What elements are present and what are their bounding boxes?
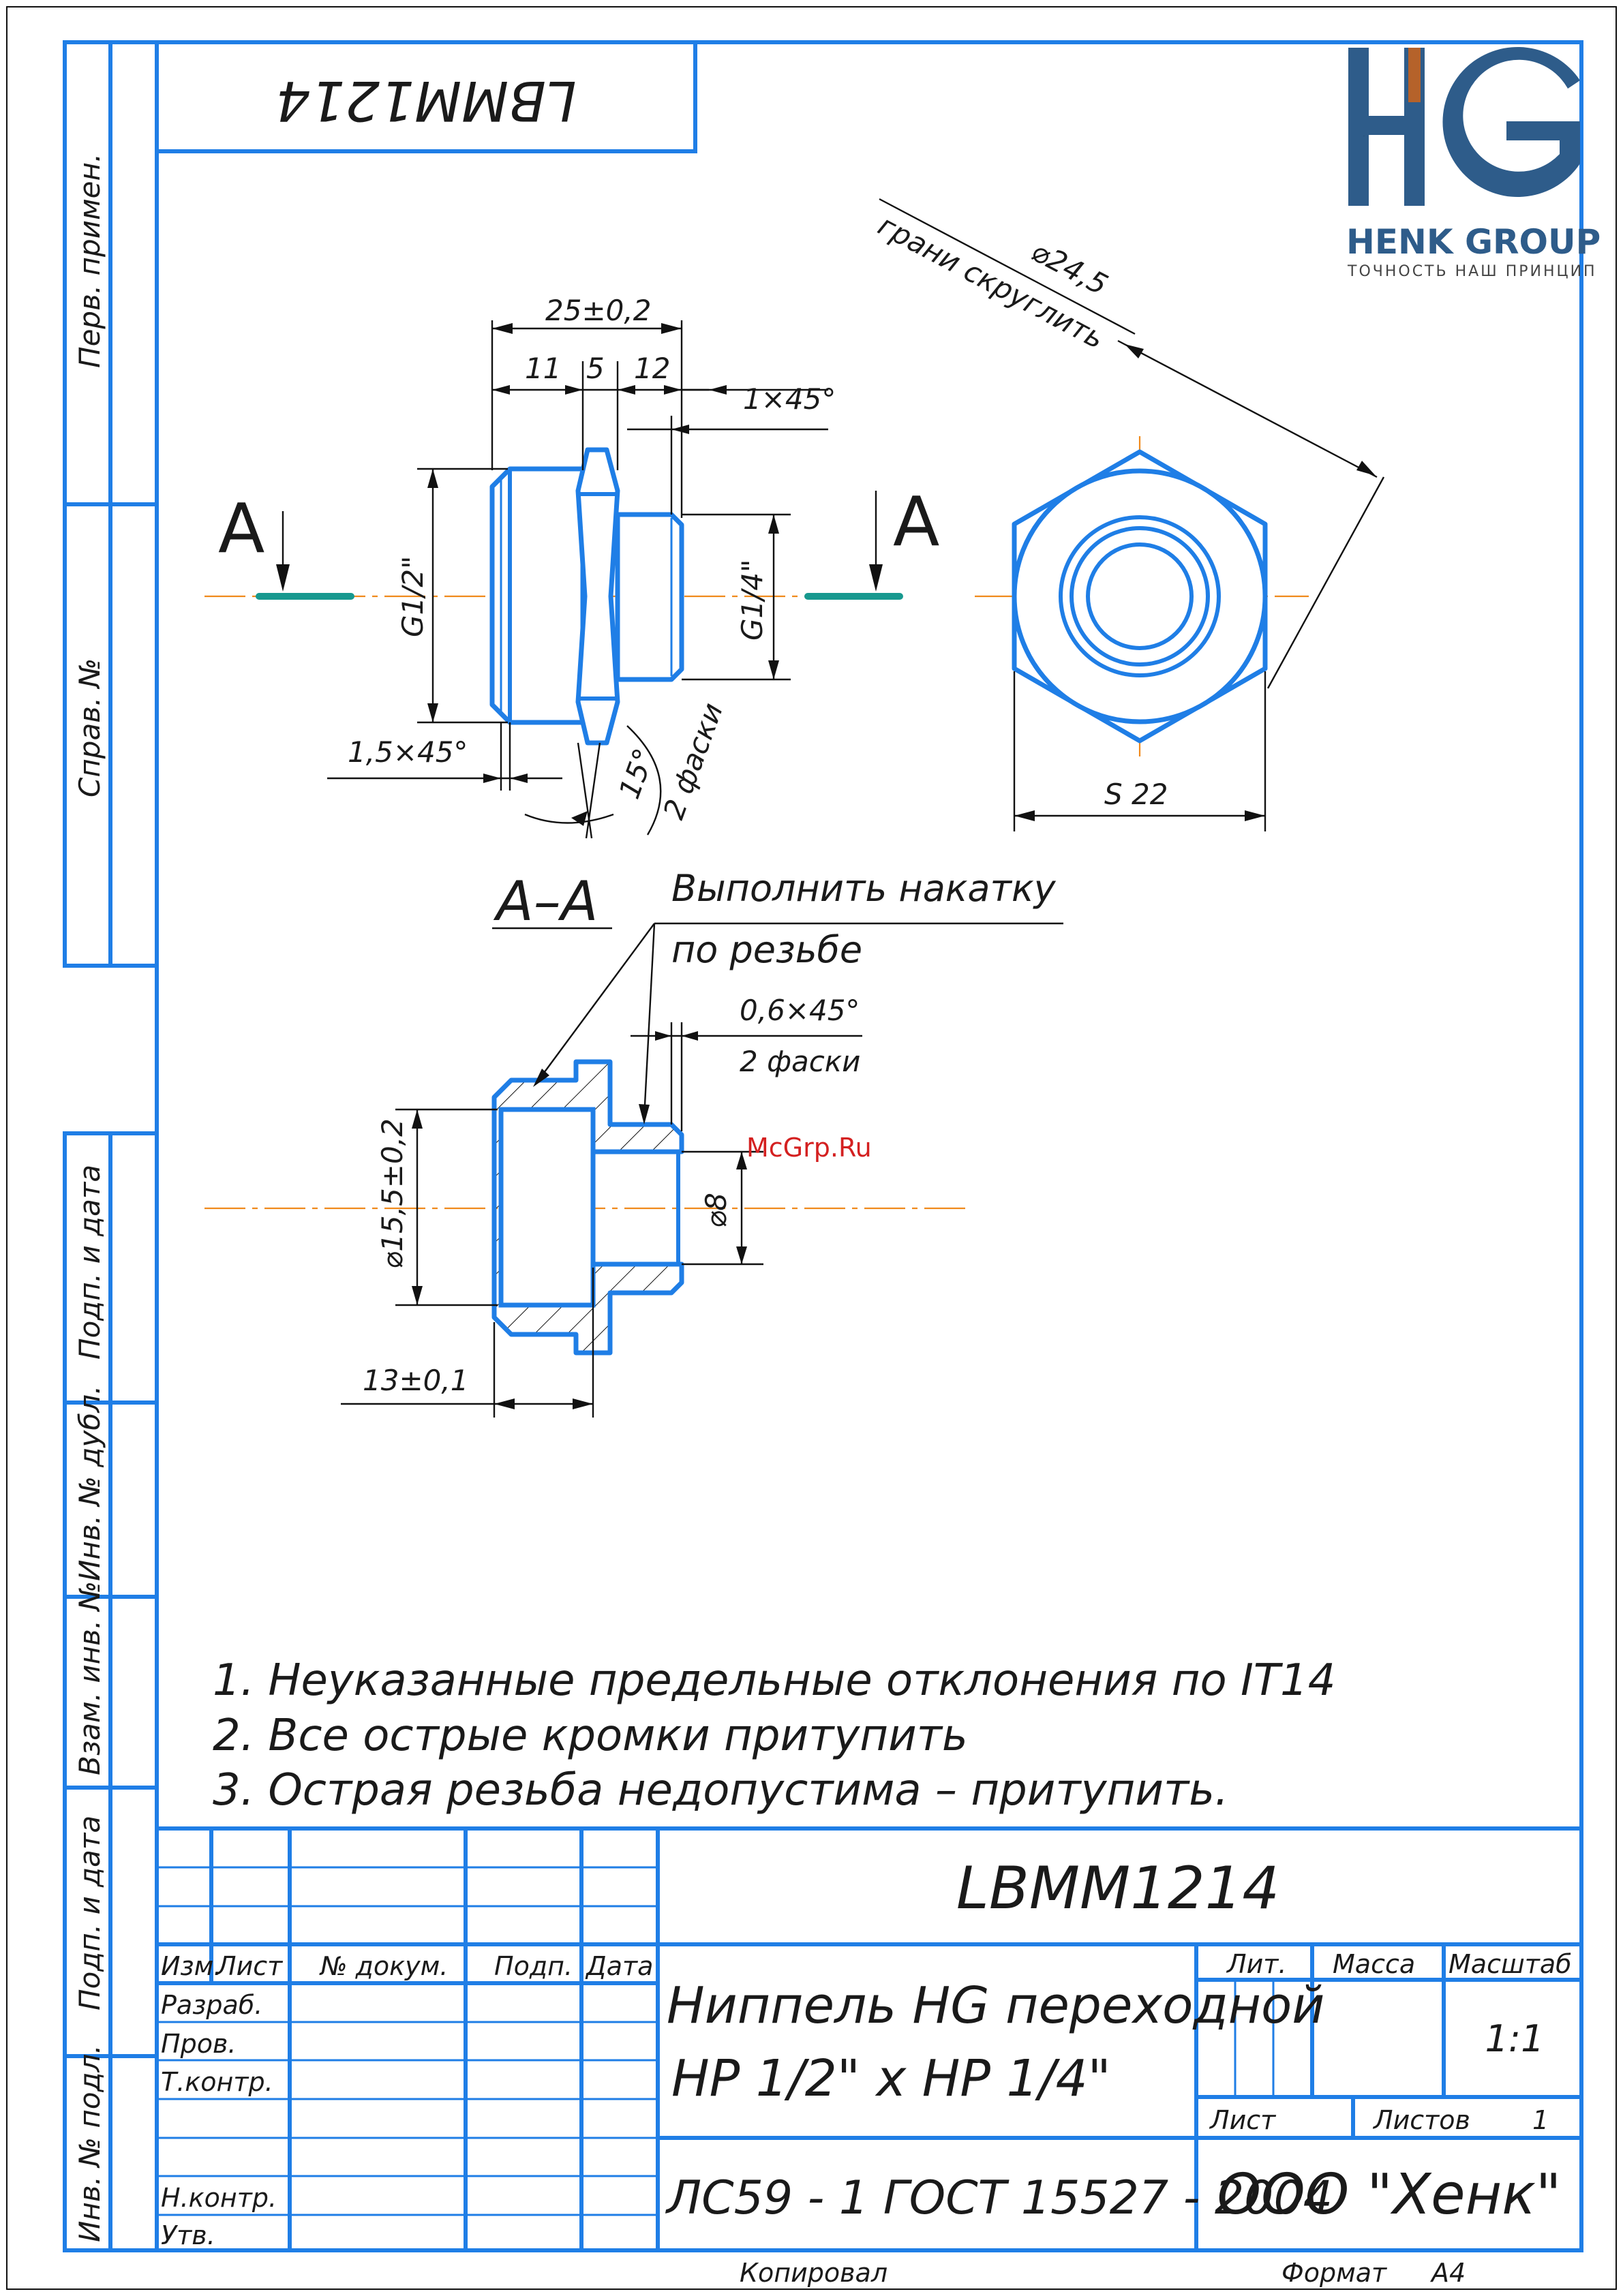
knurl-note-1: Выполнить накатку (671, 867, 1057, 910)
tb-mass: Масса (1333, 1949, 1415, 1979)
section-title: A–A (493, 870, 598, 933)
section-view: A–A Выполнить накатку по резьбе 0,6×45° … (204, 867, 1063, 1418)
dim-bore-small: ⌀8 (699, 1193, 733, 1228)
tb-row-razrab: Разраб. (161, 1990, 262, 2020)
dim-hex-size: S 22 (1104, 778, 1168, 811)
tb-col-data: Дата (585, 1951, 653, 1981)
note-3: 3. Острая резьба недопустима – притупить… (213, 1765, 1228, 1816)
side-inv-podl: Инв. № подл. (73, 2045, 106, 2242)
tb-col-podp: Подп. (494, 1951, 573, 1981)
side-vzam-inv: Взам. инв. № (73, 1581, 106, 1775)
dim-angle: 15° (612, 744, 661, 803)
tb-scale-value: 1:1 (1485, 2017, 1545, 2060)
section-bore-big (498, 1107, 596, 1308)
top-designation-box (155, 40, 697, 153)
tb-col-doc: № докум. (319, 1951, 448, 1981)
tb-sheets-value: 1 (1532, 2105, 1549, 2135)
note-2: 2. Все острые кромки притупить (213, 1711, 968, 1761)
tb-row-prov: Пров. (161, 2029, 236, 2059)
dim-total-length: 25±0,2 (545, 294, 651, 327)
section-mark-left: A (218, 489, 264, 568)
side-perv-primen: Перв. примен. (73, 153, 106, 368)
dim-len-12: 12 (634, 352, 670, 385)
tb-row-tkontr: Т.контр. (161, 2067, 273, 2097)
logo-mark: HG (1363, 136, 1365, 137)
tb-designation: LBMM1214 (956, 1854, 1279, 1923)
hex-inscribed-circle (1012, 468, 1268, 724)
tb-row-utv: Утв. (161, 2220, 215, 2250)
thread-mid-circle (1070, 526, 1210, 667)
tb-name-line2: НР 1/2" x НР 1/4" (671, 2049, 1111, 2108)
dim-depth: 13±0,1 (363, 1364, 468, 1397)
dim-len-5: 5 (586, 352, 605, 385)
dim-bore-big: ⌀15,5±0,2 (376, 1118, 409, 1269)
tb-lit: Лит. (1226, 1949, 1287, 1979)
knurl-note-2: по резьбе (671, 928, 862, 971)
tb-format-value: A4 (1429, 2258, 1466, 2288)
tb-sheets: Листов (1372, 2105, 1470, 2135)
side-podp-data-2: Подп. и дата (73, 1816, 106, 2010)
tb-company: ООО "Хенк" (1217, 2162, 1562, 2227)
dim-len-11: 11 (525, 352, 561, 385)
side-sprav-no: Справ. № (73, 658, 106, 797)
thread-outer-circle (1059, 515, 1221, 677)
henk-group-logo: HG HENK GROUP ТОЧНОСТЬ НАШ ПРИНЦИП (1346, 47, 1601, 280)
front-view-hex: S 22 ⌀24,5 грани скруглить (873, 198, 1385, 831)
outer-border (6, 6, 1617, 2290)
dim-thread-big: G1/2" (396, 556, 429, 637)
tb-format-label: Формат (1281, 2258, 1388, 2288)
tb-scale-label: Масштаб (1448, 1949, 1572, 1979)
dim-chamfer-left: 1,5×45° (348, 735, 468, 769)
dim-chamfers-inner-2: 2 фаски (740, 1045, 860, 1078)
tb-col-list: Лист (215, 1951, 284, 1981)
hex-collar-side (575, 447, 620, 746)
side-podp-data-1: Подп. и дата (73, 1165, 106, 1360)
thread-big-body (489, 466, 586, 725)
dim-chamfer-inner: 0,6×45° (740, 994, 860, 1027)
logo-company: HENK GROUP (1346, 222, 1601, 262)
bore-circle (1086, 542, 1194, 650)
logo-tagline: ТОЧНОСТЬ НАШ ПРИНЦИП (1347, 263, 1597, 280)
dim-chamfers-2: 2 фаски (656, 699, 729, 824)
side-strip: Перв. примен. Справ. № Подп. и дата Инв.… (63, 40, 159, 2252)
tb-copied: Копировал (740, 2258, 888, 2288)
dim-chamfer-right: 1×45° (743, 382, 836, 416)
tb-sheet: Лист (1209, 2105, 1277, 2135)
dim-thread-small: G1/4" (735, 560, 769, 641)
tb-name-line1: Ниппель HG переходной (667, 1976, 1324, 2035)
note-1: 1. Неуказанные предельные отклонения по … (213, 1655, 1335, 1706)
section-mark-right: A (893, 482, 939, 562)
watermark: McGrp.Ru (746, 1133, 872, 1163)
side-inv-dubl: Инв. № дубл. (73, 1386, 106, 1581)
top-designation-rotated: LBMM1214 (275, 69, 576, 132)
technical-notes: 1. Неуказанные предельные отклонения по … (213, 1655, 1335, 1816)
title-block: Изм. Лист № докум. Подп. Дата Разраб. Пр… (157, 1826, 1581, 2288)
tb-col-izm: Изм. (161, 1951, 222, 1981)
tb-material: ЛС59 - 1 ГОСТ 15527 - 2004 (665, 2171, 1333, 2225)
side-view: A A 25±0,2 11 5 12 1×45° G1/2" (204, 294, 939, 839)
tb-row-nkontr: Н.контр. (161, 2183, 277, 2213)
